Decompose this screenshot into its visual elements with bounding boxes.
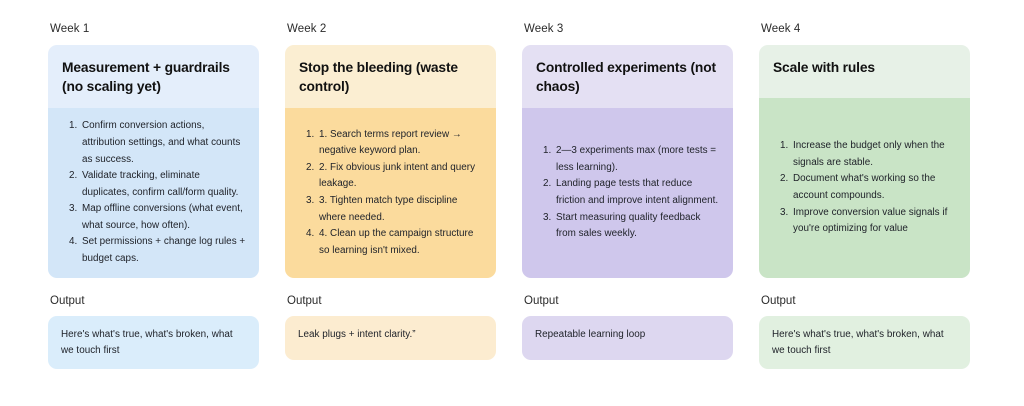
card-list-1: Confirm conversion actions, attribution … (61, 118, 246, 267)
list-item: 2. Fix obvious junk intent and query lea… (317, 160, 483, 193)
week-column-3: Week 3 Controlled experiments (not chaos… (522, 22, 733, 360)
card-body-4: Increase the budget only when the signal… (759, 98, 970, 278)
output-text-2: Leak plugs + intent clarity.” (298, 329, 416, 340)
list-item: Increase the budget only when the signal… (791, 138, 957, 171)
card-body-1: Confirm conversion actions, attribution … (48, 108, 259, 278)
week-column-1: Week 1 Measurement + guardrails (no scal… (48, 22, 259, 369)
week-card-3[interactable]: Controlled experiments (not chaos) 2—3 e… (522, 45, 733, 278)
card-body-3: 2—3 experiments max (more tests = less l… (522, 108, 733, 278)
list-item: 1. Search terms report review → negative… (317, 127, 483, 160)
output-box-4[interactable]: Here's what's true, what's broken, what … (759, 316, 970, 369)
output-text-3: Repeatable learning loop (535, 329, 646, 340)
list-item: Start measuring quality feedback from sa… (554, 210, 720, 243)
output-label-2: Output (287, 295, 322, 307)
week-card-1[interactable]: Measurement + guardrails (no scaling yet… (48, 45, 259, 278)
week-card-2[interactable]: Stop the bleeding (waste control) 1. Sea… (285, 45, 496, 278)
output-box-2[interactable]: Leak plugs + intent clarity.” (285, 316, 496, 360)
week-label-2: Week 2 (287, 23, 327, 35)
card-list-4: Increase the budget only when the signal… (772, 138, 957, 238)
week-columns: Week 1 Measurement + guardrails (no scal… (48, 22, 988, 369)
week-label-3: Week 3 (524, 23, 564, 35)
list-item: Confirm conversion actions, attribution … (80, 118, 246, 168)
output-box-3[interactable]: Repeatable learning loop (522, 316, 733, 360)
list-item: Improve conversion value signals if you'… (791, 205, 957, 238)
week-card-4[interactable]: Scale with rules Increase the budget onl… (759, 45, 970, 278)
list-item: Landing page tests that reduce friction … (554, 176, 720, 209)
week-column-4: Week 4 Scale with rules Increase the bud… (759, 22, 970, 369)
list-item: Map offline conversions (what event, wha… (80, 201, 246, 234)
card-header-3: Controlled experiments (not chaos) (522, 45, 733, 108)
card-title-1: Measurement + guardrails (no scaling yet… (62, 60, 230, 94)
card-header-4: Scale with rules (759, 45, 970, 98)
card-header-1: Measurement + guardrails (no scaling yet… (48, 45, 259, 108)
card-title-3: Controlled experiments (not chaos) (536, 60, 716, 94)
output-label-4: Output (761, 295, 796, 307)
output-label-1: Output (50, 295, 85, 307)
list-item: 4. Clean up the campaign structure so le… (317, 226, 483, 259)
list-item: Set permissions + change log rules + bud… (80, 234, 246, 267)
week-label-4: Week 4 (761, 23, 801, 35)
output-text-1: Here's what's true, what's broken, what … (61, 329, 233, 356)
card-title-4: Scale with rules (773, 60, 875, 75)
card-list-2: 1. Search terms report review → negative… (298, 127, 483, 260)
list-item: 2—3 experiments max (more tests = less l… (554, 143, 720, 176)
list-item: 3. Tighten match type discipline where n… (317, 193, 483, 226)
week-label-1: Week 1 (50, 23, 90, 35)
card-title-2: Stop the bleeding (waste control) (299, 60, 458, 94)
card-list-3: 2—3 experiments max (more tests = less l… (535, 143, 720, 243)
output-box-1[interactable]: Here's what's true, what's broken, what … (48, 316, 259, 369)
card-header-2: Stop the bleeding (waste control) (285, 45, 496, 108)
output-text-4: Here's what's true, what's broken, what … (772, 329, 944, 356)
week-column-2: Week 2 Stop the bleeding (waste control)… (285, 22, 496, 360)
list-item: Document what's working so the account c… (791, 171, 957, 204)
card-body-2: 1. Search terms report review → negative… (285, 108, 496, 278)
list-item: Validate tracking, eliminate duplicates,… (80, 168, 246, 201)
output-label-3: Output (524, 295, 559, 307)
